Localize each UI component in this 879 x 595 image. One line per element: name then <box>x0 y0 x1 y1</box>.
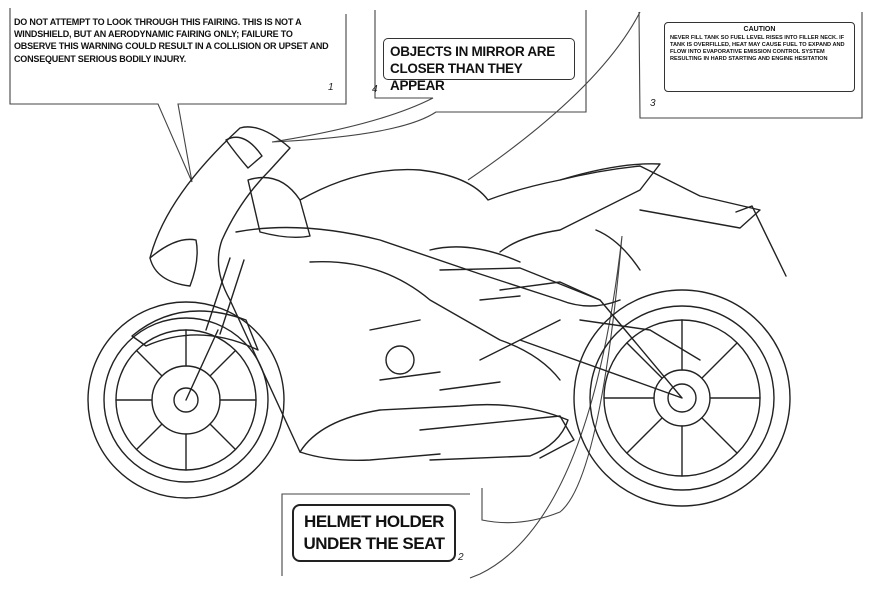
front-fender <box>131 310 259 351</box>
leader-decal-1 <box>9 8 347 183</box>
callout-number-1: 1 <box>328 82 334 93</box>
belly-pan <box>299 403 569 461</box>
callout-number-3: 3 <box>650 98 656 109</box>
decal-mirror-line-2: CLOSER THAN THEY APPEAR <box>390 61 523 93</box>
engine-lines <box>369 295 521 391</box>
leader-decal-3 <box>467 11 641 181</box>
decal-helmet-holder: HELMET HOLDER UNDER THE SEAT <box>292 504 456 562</box>
fuel-tank <box>299 163 661 253</box>
leader-frame-2 <box>281 493 470 576</box>
leader-frame-3 <box>638 11 863 119</box>
decal-fairing-warning-text: DO NOT ATTEMPT TO LOOK THROUGH THIS FAIR… <box>14 17 329 64</box>
headlight <box>149 238 198 287</box>
windscreen <box>225 136 263 169</box>
rear-wheel <box>573 289 791 507</box>
chain-guard <box>579 319 701 361</box>
side-panel <box>235 226 621 307</box>
motorcycle <box>87 126 791 507</box>
callout-number-2: 2 <box>458 552 464 563</box>
front-fairing <box>149 126 441 461</box>
decal-fairing-warning: DO NOT ATTEMPT TO LOOK THROUGH THIS FAIR… <box>14 16 330 86</box>
decal-mirror-line-1: OBJECTS IN MIRROR ARE <box>390 44 555 59</box>
engine-cover <box>385 345 415 375</box>
leader-lines <box>9 8 863 579</box>
exhaust <box>419 415 575 459</box>
callout-number-4: 4 <box>372 84 378 95</box>
decal-fuel-caution: CAUTION NEVER FILL TANK SO FUEL LEVEL RI… <box>664 22 855 92</box>
engine-detail <box>247 176 311 239</box>
rear-plate-bracket <box>735 205 787 277</box>
decal-fuel-caution-title: CAUTION <box>743 26 776 33</box>
decal-mirror-warning: OBJECTS IN MIRROR ARE CLOSER THAN THEY A… <box>383 38 575 93</box>
swingarm <box>439 267 683 399</box>
front-fork <box>185 257 245 401</box>
frame <box>429 246 601 301</box>
leader-decal-2 <box>469 235 623 579</box>
leader-decal-4 <box>271 10 587 143</box>
seat-tail <box>559 165 761 229</box>
lower-fairing <box>309 260 561 381</box>
rear-subframe <box>595 229 641 271</box>
decal-fuel-caution-text: NEVER FILL TANK SO FUEL LEVEL RISES INTO… <box>670 35 845 62</box>
decal-helmet-line-2: UNDER THE SEAT <box>303 534 445 553</box>
front-wheel <box>87 301 285 499</box>
decal-helmet-line-1: HELMET HOLDER <box>304 512 444 531</box>
